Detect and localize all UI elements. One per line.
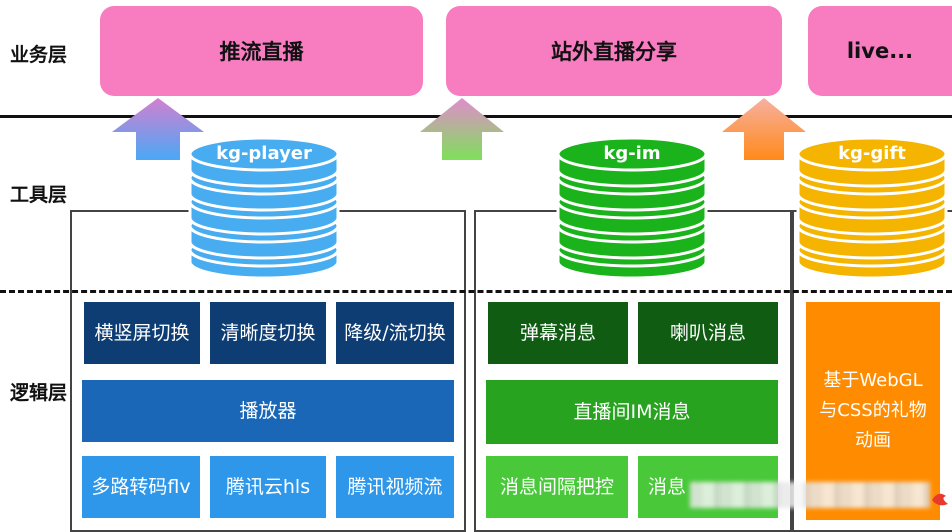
watermark-logo-icon bbox=[932, 493, 948, 506]
player-logic-resolution: 清晰度切换 bbox=[210, 302, 326, 364]
player-logic-orientation: 横竖屏切换 bbox=[84, 302, 200, 364]
gift-tool-label: kg-gift bbox=[838, 143, 906, 164]
business-push-box: 推流直播 bbox=[100, 6, 423, 96]
player-logic-flv: 多路转码flv bbox=[82, 456, 200, 518]
player-database-icon bbox=[188, 136, 340, 280]
im-database-icon bbox=[556, 136, 708, 280]
player-logic-hls: 腾讯云hls bbox=[210, 456, 326, 518]
im-tool-label: kg-im bbox=[603, 143, 661, 164]
layer-label-logic: 逻辑层 bbox=[10, 382, 68, 404]
business-live-box: live... bbox=[808, 6, 952, 96]
player-logic-video-stream: 腾讯视频流 bbox=[336, 456, 454, 518]
arrow-up-green-icon bbox=[420, 98, 504, 160]
player-logic-core: 播放器 bbox=[82, 380, 454, 442]
im-logic-interval: 消息间隔把控 bbox=[486, 456, 628, 518]
im-logic-danmaku: 弹幕消息 bbox=[488, 302, 628, 364]
arrow-up-blue-icon bbox=[112, 98, 204, 160]
im-logic-horn: 喇叭消息 bbox=[638, 302, 778, 364]
layer-label-business: 业务层 bbox=[10, 44, 68, 66]
player-tool-label: kg-player bbox=[216, 143, 312, 164]
im-logic-core: 直播间IM消息 bbox=[486, 380, 778, 444]
divider-tool-logic bbox=[0, 290, 952, 293]
gift-database-icon bbox=[796, 136, 948, 280]
business-share-box: 站外直播分享 bbox=[446, 6, 782, 96]
layer-label-tool: 工具层 bbox=[10, 184, 68, 206]
arrow-up-orange-icon bbox=[722, 98, 806, 160]
watermark-overlay bbox=[690, 482, 930, 508]
player-logic-fallback: 降级/流切换 bbox=[336, 302, 454, 364]
